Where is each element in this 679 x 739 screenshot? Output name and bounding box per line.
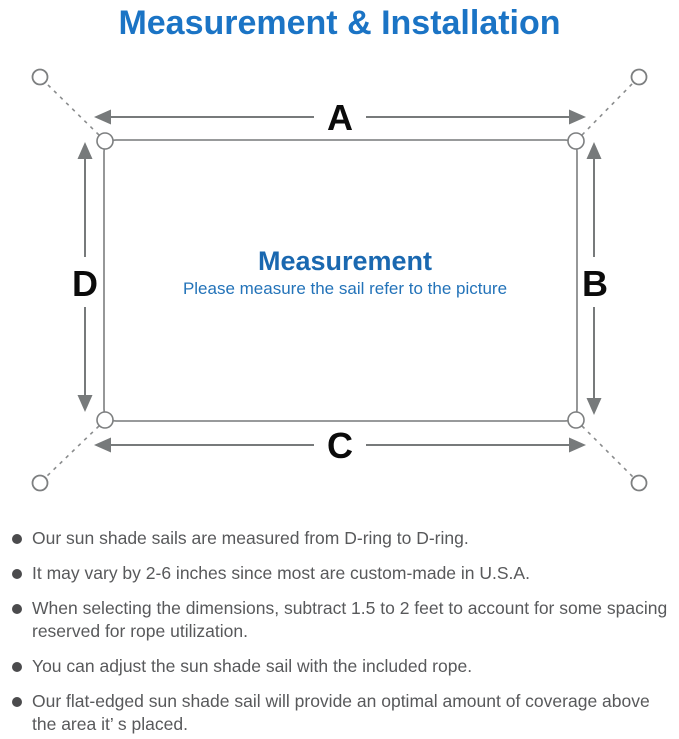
list-item: You can adjust the sun shade sail with t… <box>10 655 672 678</box>
dimension-label-c: C <box>327 425 353 466</box>
dimension-label-a: A <box>327 97 353 138</box>
note-text: It may vary by 2-6 inches since most are… <box>32 563 530 583</box>
bullet-dot-icon <box>12 534 22 544</box>
anchor-ring-icon <box>630 68 648 86</box>
d-ring-icon <box>96 132 114 150</box>
corner-d-rings <box>96 132 585 429</box>
bullet-dot-icon <box>12 569 22 579</box>
measurement-diagram: A C D B Measurement Please measure the s… <box>31 68 648 492</box>
arrowhead-down-icon <box>586 398 602 415</box>
guy-line-bottom-right <box>581 425 634 478</box>
bullet-dot-icon <box>12 662 22 672</box>
list-item: Our flat-edged sun shade sail will provi… <box>10 690 672 736</box>
dimension-label-b: B <box>582 263 608 304</box>
d-ring-icon <box>567 132 585 150</box>
arrowhead-left-icon <box>94 109 111 125</box>
note-text: Our sun shade sails are measured from D-… <box>32 528 469 548</box>
arrowhead-down-icon <box>77 395 93 412</box>
list-item: Our sun shade sails are measured from D-… <box>10 527 672 550</box>
diagram-center-title: Measurement <box>258 246 432 276</box>
arrowhead-up-icon <box>586 142 602 159</box>
arrowhead-right-icon <box>569 109 586 125</box>
dimension-arrow-a <box>94 109 586 125</box>
anchor-ring-icon <box>630 474 648 492</box>
guy-line-top-left <box>45 82 100 136</box>
d-ring-icon <box>96 411 114 429</box>
list-item: When selecting the dimensions, subtract … <box>10 597 672 643</box>
dimension-arrow-c <box>94 437 586 453</box>
notes-list: Our sun shade sails are measured from D-… <box>10 527 672 739</box>
list-item: It may vary by 2-6 inches since most are… <box>10 562 672 585</box>
bullet-dot-icon <box>12 697 22 707</box>
guy-line-top-right <box>581 82 634 136</box>
anchor-ring-icon <box>31 68 49 86</box>
dimension-label-d: D <box>72 263 98 304</box>
guy-line-bottom-left <box>45 425 100 478</box>
note-text: You can adjust the sun shade sail with t… <box>32 656 473 676</box>
page-title: Measurement & Installation <box>118 4 561 42</box>
arrowhead-right-icon <box>569 437 586 453</box>
note-text: When selecting the dimensions, subtract … <box>32 598 668 641</box>
arrowhead-up-icon <box>77 142 93 159</box>
anchor-ring-icon <box>31 474 49 492</box>
arrowhead-left-icon <box>94 437 111 453</box>
diagram-center-subtitle: Please measure the sail refer to the pic… <box>183 279 507 298</box>
sail-outline <box>103 139 578 422</box>
anchor-points <box>31 68 648 492</box>
d-ring-icon <box>567 411 585 429</box>
guy-lines <box>45 82 634 478</box>
dimension-arrow-d <box>77 142 93 412</box>
dimension-arrow-b <box>586 142 602 415</box>
bullet-dot-icon <box>12 604 22 614</box>
note-text: Our flat-edged sun shade sail will provi… <box>32 691 650 734</box>
